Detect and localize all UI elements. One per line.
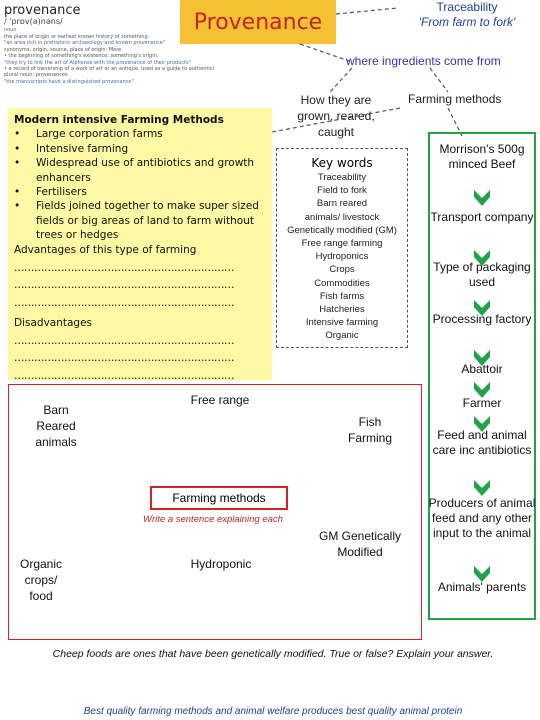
footer-statement: Best quality farming methods and animal … xyxy=(83,706,463,717)
traceability-heading: Traceability 'From farm to fork' xyxy=(396,0,538,30)
connector-title-where xyxy=(299,43,353,63)
farming-methods-center: Farming methods xyxy=(150,486,288,510)
dictionary-line: "they try to link the art of Alphonse wi… xyxy=(4,59,191,66)
chain-step: Animals' parents xyxy=(437,580,527,594)
free-range-label: Free range xyxy=(190,393,250,407)
barn-reared-label: Barn Reared animals xyxy=(35,403,77,449)
dictionary-part-of-speech: noun xyxy=(4,27,17,33)
answer-line[interactable]: ………………………………………………………… xyxy=(14,352,235,365)
page-title: Provenance xyxy=(193,9,323,35)
down-arrow-icon xyxy=(474,250,490,266)
key-word-item: Field to fork xyxy=(317,185,367,197)
where-ingredients-label: where ingredients come from xyxy=(346,54,501,68)
dictionary-snippet: provenance / ˈprɒv(ə)nəns/ noun the plac… xyxy=(4,4,214,96)
dictionary-word: provenance xyxy=(4,4,81,18)
bullet-item: Fields joined together to make super siz… xyxy=(14,199,270,242)
fish-farming-label: Fish Farming xyxy=(347,415,392,445)
key-word-item: Commodities xyxy=(314,277,370,289)
key-word-item: Free range farming xyxy=(301,238,383,250)
answer-line[interactable]: ………………………………………………………… xyxy=(14,262,235,275)
answer-line[interactable]: ………………………………………………………… xyxy=(14,279,235,292)
key-word-item: Genetically modified (GM) xyxy=(287,224,397,236)
key-word-item: Hatcheries xyxy=(319,304,365,316)
key-words-title: Key words xyxy=(311,156,373,170)
organic-label: Organic crops/ food xyxy=(19,557,63,603)
bullet-item: Intensive farming xyxy=(14,142,270,157)
write-instruction: Write a sentence explaining each xyxy=(143,514,283,525)
traceability-subtitle: 'From farm to fork' xyxy=(418,15,516,29)
answer-line[interactable]: ………………………………………………………… xyxy=(14,334,235,347)
bullet-item: Widespread use of antibiotics and growth… xyxy=(14,156,270,185)
key-word-item: Traceability xyxy=(317,172,367,183)
dictionary-definitions: the place of origin or earliest known hi… xyxy=(4,34,214,85)
down-arrow-icon xyxy=(474,416,490,432)
dictionary-line: "the manuscripts have a distinguished pr… xyxy=(4,78,134,85)
dictionary-pronunciation: / ˈprɒv(ə)nəns/ xyxy=(4,17,63,26)
bullet-list-a: Large corporation farms Intensive farmin… xyxy=(14,127,270,242)
down-arrow-icon xyxy=(474,190,490,206)
bullet-item: Large corporation farms xyxy=(14,127,270,142)
key-word-item: animals/ livestock xyxy=(304,211,380,223)
traceability-chain-box xyxy=(428,132,536,620)
dictionary-line: • a record of ownership of a work of art… xyxy=(4,66,214,73)
chain-step: Type of packaging used xyxy=(433,260,531,289)
farming-methods-label: Farming methods xyxy=(408,92,502,106)
answer-line[interactable]: ………………………………………………………… xyxy=(14,369,235,382)
dictionary-line: plural noun: provenances xyxy=(4,72,68,79)
down-arrow-icon xyxy=(474,382,490,398)
down-arrow-icon xyxy=(474,480,490,496)
chain-step: Producers of animal feed and any other i… xyxy=(428,496,536,540)
dictionary-line: "an area rich in prehistoric archaeology… xyxy=(4,40,166,47)
bullet-item: Fertilisers xyxy=(14,185,270,200)
connector-where-how xyxy=(329,67,353,93)
dictionary-line: • the beginning of something's existence… xyxy=(4,53,159,60)
key-word-item: Organic xyxy=(325,330,359,342)
connector-where-methods xyxy=(429,67,449,93)
advantages-label: Advantages of this type of farming xyxy=(14,243,197,256)
key-word-item: Barn reared xyxy=(316,198,368,210)
gm-label: GM Genetically Modified xyxy=(318,529,402,559)
how-grown-label: How they are grown, reared, caught xyxy=(297,93,375,139)
modern-farming-text: Modern intensive Farming Methods Large c… xyxy=(14,113,270,383)
chain-step: Processing factory xyxy=(432,312,532,326)
down-arrow-icon xyxy=(474,566,490,582)
key-word-item: Intensive farming xyxy=(305,317,379,329)
modern-farming-heading: Modern intensive Farming Methods xyxy=(14,114,224,126)
chain-step: Feed and animal care inc antibiotics xyxy=(432,428,532,457)
gm-question: Cheep foods are ones that have been gene… xyxy=(52,648,494,660)
answer-line[interactable]: ………………………………………………………… xyxy=(14,296,235,309)
down-arrow-icon xyxy=(474,350,490,366)
key-word-item: Crops xyxy=(329,264,355,276)
chain-step: Abattoir xyxy=(461,362,503,376)
key-word-item: Hydroponics xyxy=(315,251,369,263)
hydroponic-label: Hydroponic xyxy=(190,557,252,571)
chain-step: Farmer xyxy=(462,396,502,410)
disadvantages-label: Disadvantages xyxy=(14,317,93,330)
key-word-item: Fish farms xyxy=(319,290,365,302)
title-banner: Provenance xyxy=(180,0,336,44)
dictionary-line: synonyms: origin, source, place of origi… xyxy=(4,46,122,53)
chain-step: Transport company xyxy=(430,210,534,224)
dictionary-line: the place of origin or earliest known hi… xyxy=(4,34,150,40)
down-arrow-icon xyxy=(474,300,490,316)
connector-title-traceability xyxy=(335,7,399,15)
farming-methods-box xyxy=(8,384,422,640)
chain-step: Morrison's 500g minced Beef xyxy=(439,142,525,171)
traceability-label: Traceability xyxy=(436,0,498,14)
